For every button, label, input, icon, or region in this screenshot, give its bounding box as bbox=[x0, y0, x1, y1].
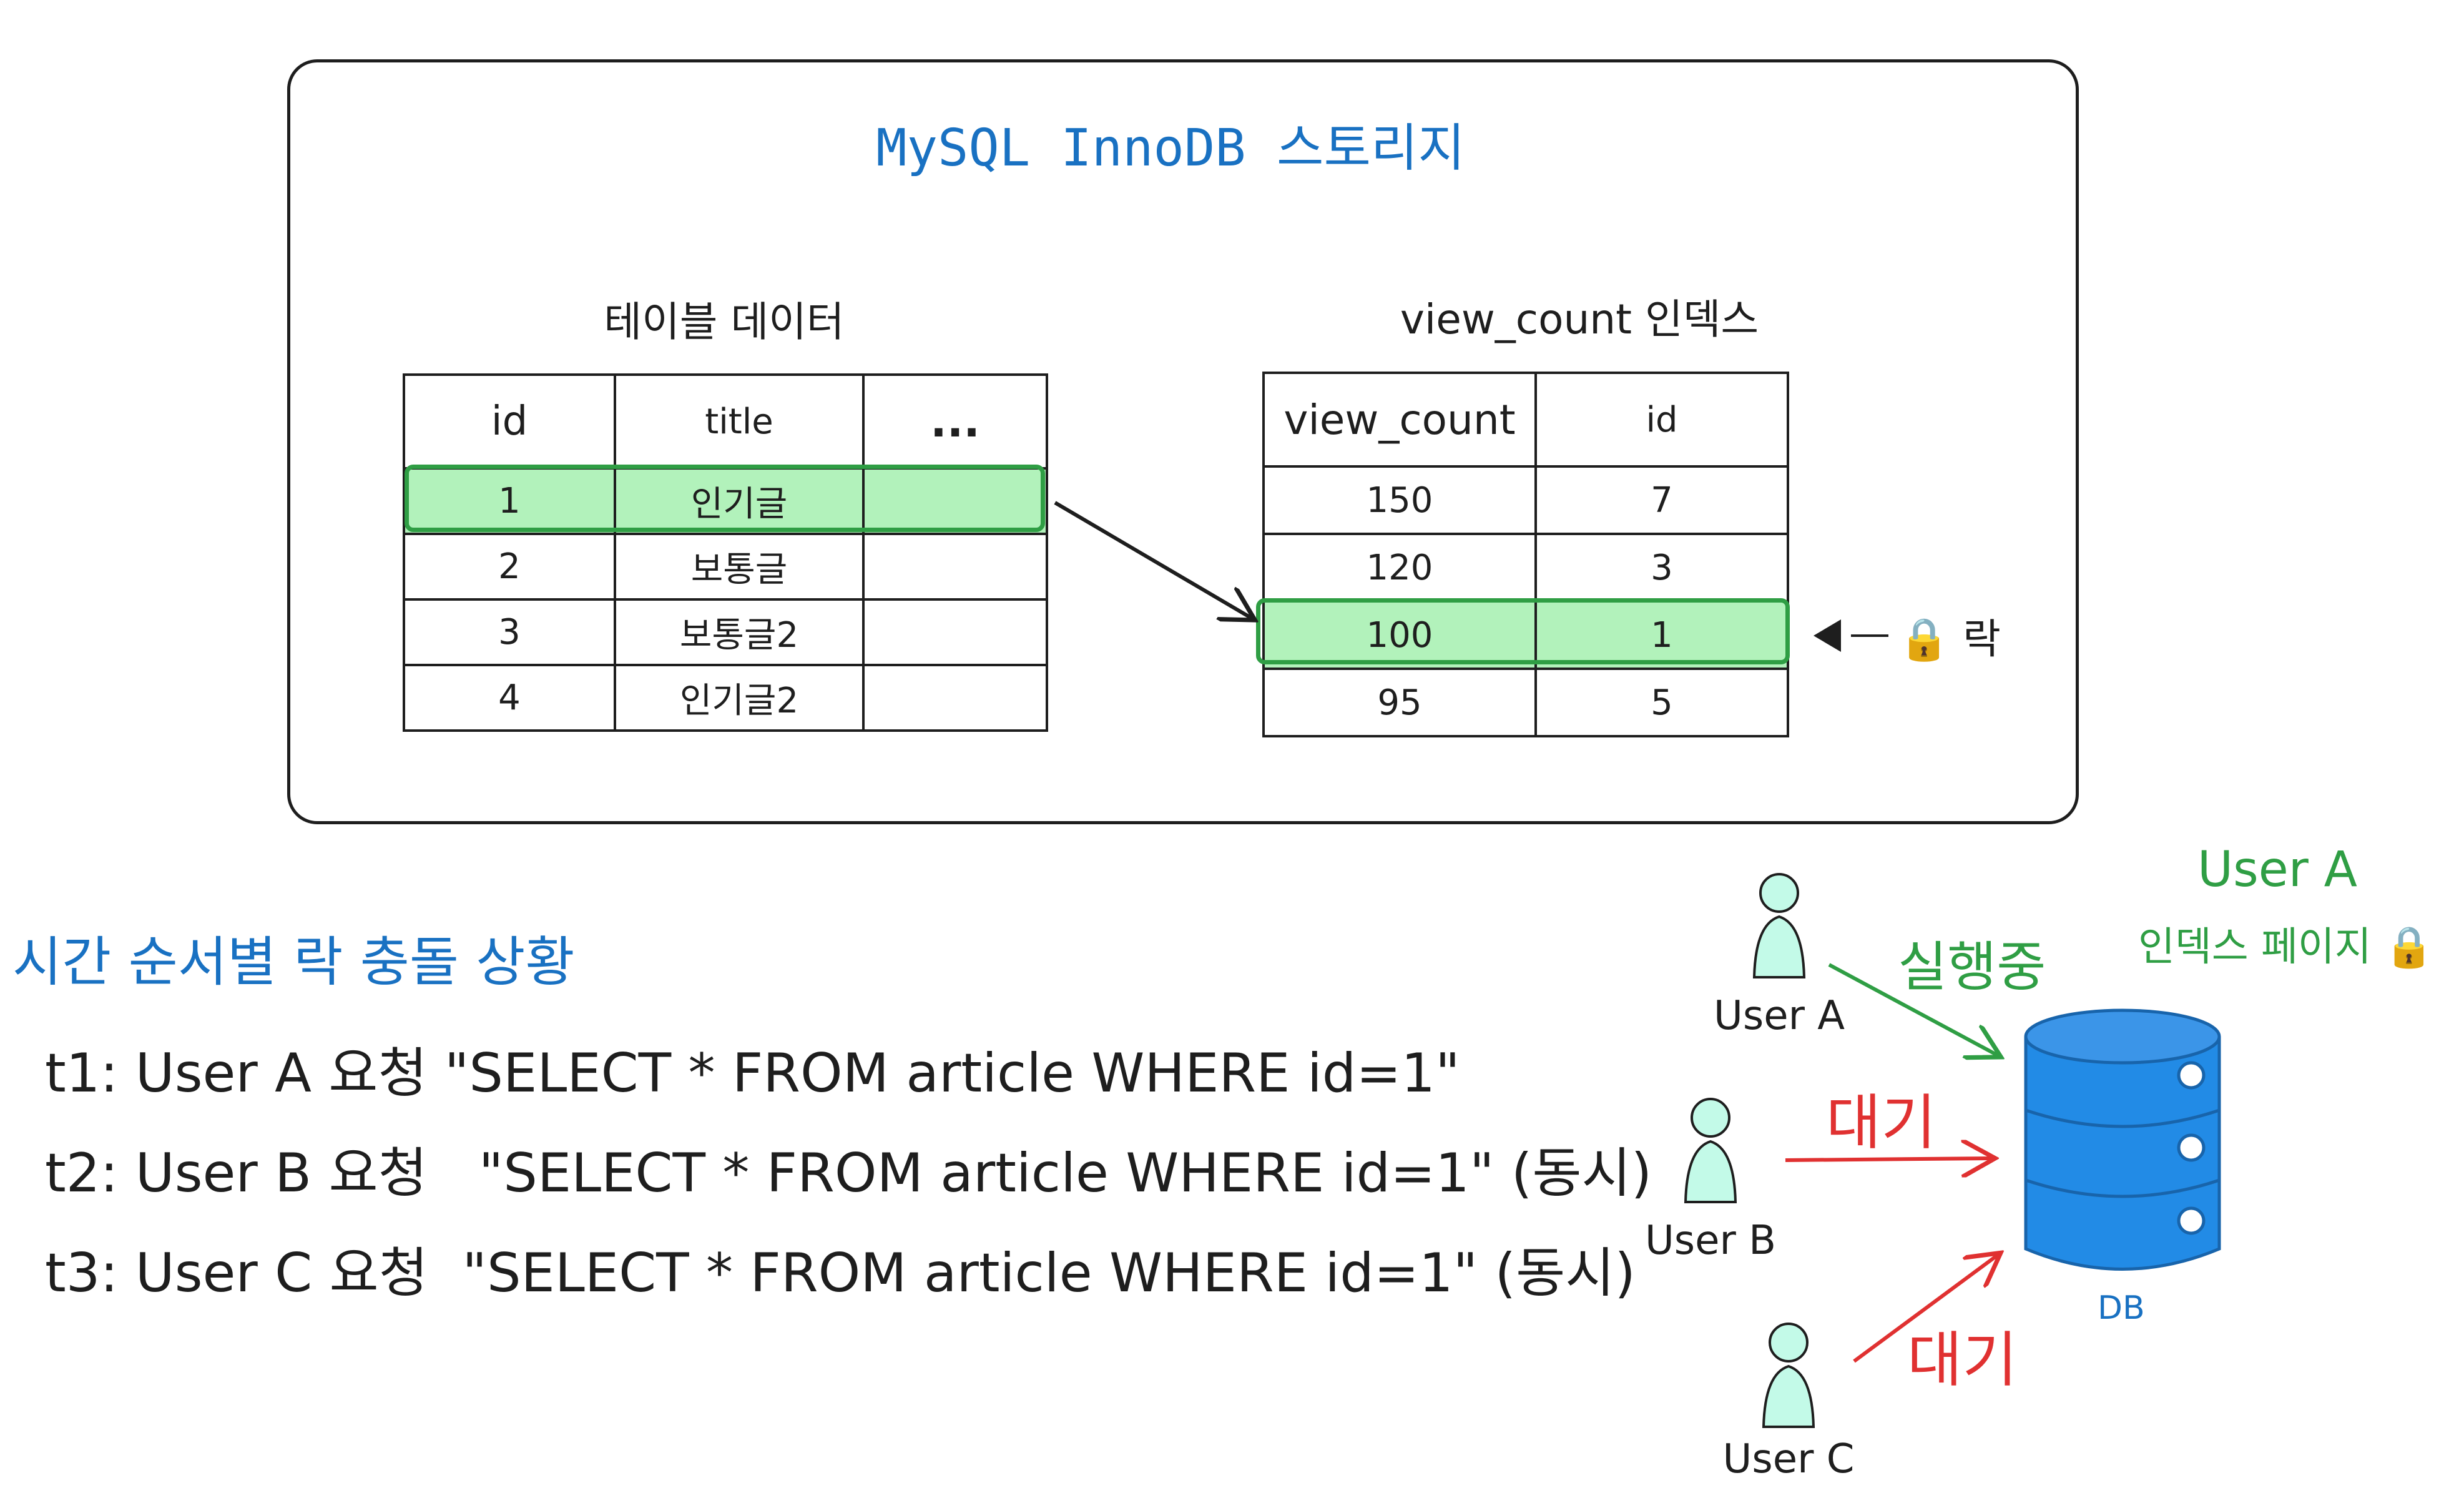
index-cell: 120 bbox=[1262, 533, 1537, 603]
table-cell: 3 bbox=[403, 598, 616, 666]
table-row: 1 인기글 bbox=[403, 467, 1048, 535]
user-a-icon bbox=[1752, 873, 1806, 978]
user-b-arrow bbox=[1785, 1158, 1991, 1160]
table-cell: 1 bbox=[403, 467, 616, 535]
database-icon bbox=[2024, 1008, 2221, 1271]
user-b-label: User B bbox=[1644, 1218, 1777, 1264]
table-cell: 인기글2 bbox=[614, 664, 865, 732]
index-caption: view_count 인덱스 bbox=[1400, 295, 1759, 343]
timeline-title: 시간 순서별 락 충돌 상황 bbox=[12, 931, 575, 993]
table-data-caption: 테이블 데이터 bbox=[604, 298, 845, 346]
db-owner-subtitle: 인덱스 페이지 🔒 bbox=[2138, 924, 2434, 970]
table-cell: 보통글2 bbox=[614, 598, 865, 666]
timeline-line-t2: t2: User B 요청 "SELECT * FROM article WHE… bbox=[45, 1142, 1652, 1205]
user-a-label: User A bbox=[1714, 993, 1845, 1039]
index-grid: view_count id 150 7 120 3 100 1 95 5 bbox=[1262, 372, 1789, 737]
user-b-icon bbox=[1684, 1098, 1737, 1203]
index-row: 95 5 bbox=[1262, 668, 1789, 737]
storage-panel bbox=[287, 59, 2079, 824]
table-cell bbox=[862, 664, 1048, 732]
index-cell: 5 bbox=[1534, 668, 1789, 737]
lock-label: 🔒 락 bbox=[1898, 615, 2001, 663]
index-cell: 3 bbox=[1534, 533, 1789, 603]
timeline-line-t1: t1: User A 요청 "SELECT * FROM article WHE… bbox=[45, 1042, 1460, 1105]
table-cell: 인기글 bbox=[614, 467, 865, 535]
index-highlight-outline bbox=[1256, 598, 1790, 664]
table-row: 3 보통글2 bbox=[403, 598, 1048, 666]
table-row: 4 인기글2 bbox=[403, 664, 1048, 732]
index-cell: 100 bbox=[1262, 600, 1537, 670]
row-to-index-arrow bbox=[1054, 501, 1252, 618]
header-cell-title: title bbox=[614, 373, 865, 470]
header-cell-id: id bbox=[1534, 372, 1789, 468]
storage-title: MySQL InnoDB 스토리지 bbox=[876, 119, 1465, 178]
index-cell: 7 bbox=[1534, 465, 1789, 535]
table-cell bbox=[862, 467, 1048, 535]
lock-marker: 🔒 락 bbox=[1814, 606, 2001, 666]
user-b-status: 대기 bbox=[1826, 1088, 1936, 1158]
pointer-line bbox=[1851, 634, 1888, 637]
header-cell-view-count: view_count bbox=[1262, 372, 1537, 468]
index-row: 100 1 bbox=[1262, 600, 1789, 670]
index-cell: 150 bbox=[1262, 465, 1537, 535]
user-c-status: 대기 bbox=[1907, 1325, 2018, 1395]
db-owner-title: User A bbox=[2197, 842, 2357, 898]
user-c-label: User C bbox=[1722, 1436, 1855, 1482]
table-row: 2 보통글 bbox=[403, 533, 1048, 601]
db-label: DB bbox=[2098, 1289, 2145, 1327]
table-cell: 4 bbox=[403, 664, 616, 732]
timeline-line-t3: t3: User C 요청 "SELECT * FROM article WHE… bbox=[45, 1242, 1636, 1304]
pointer-arrow-icon bbox=[1814, 619, 1841, 652]
index-row: 150 7 bbox=[1262, 465, 1789, 535]
user-c-icon bbox=[1762, 1323, 1815, 1428]
table-cell bbox=[862, 533, 1048, 601]
user-a-arrow bbox=[1828, 963, 1998, 1055]
table-cell bbox=[862, 598, 1048, 666]
index-cell: 1 bbox=[1534, 600, 1789, 670]
index-row: 120 3 bbox=[1262, 533, 1789, 603]
index-header-row: view_count id bbox=[1262, 372, 1789, 468]
table-highlight-outline bbox=[405, 465, 1045, 532]
table-cell: 2 bbox=[403, 533, 616, 601]
header-cell-id: id bbox=[403, 373, 616, 470]
index-cell: 95 bbox=[1262, 668, 1537, 737]
table-cell: 보통글 bbox=[614, 533, 865, 601]
user-c-arrow bbox=[1853, 1255, 1998, 1363]
user-a-status: 실행중 bbox=[1898, 936, 2046, 998]
